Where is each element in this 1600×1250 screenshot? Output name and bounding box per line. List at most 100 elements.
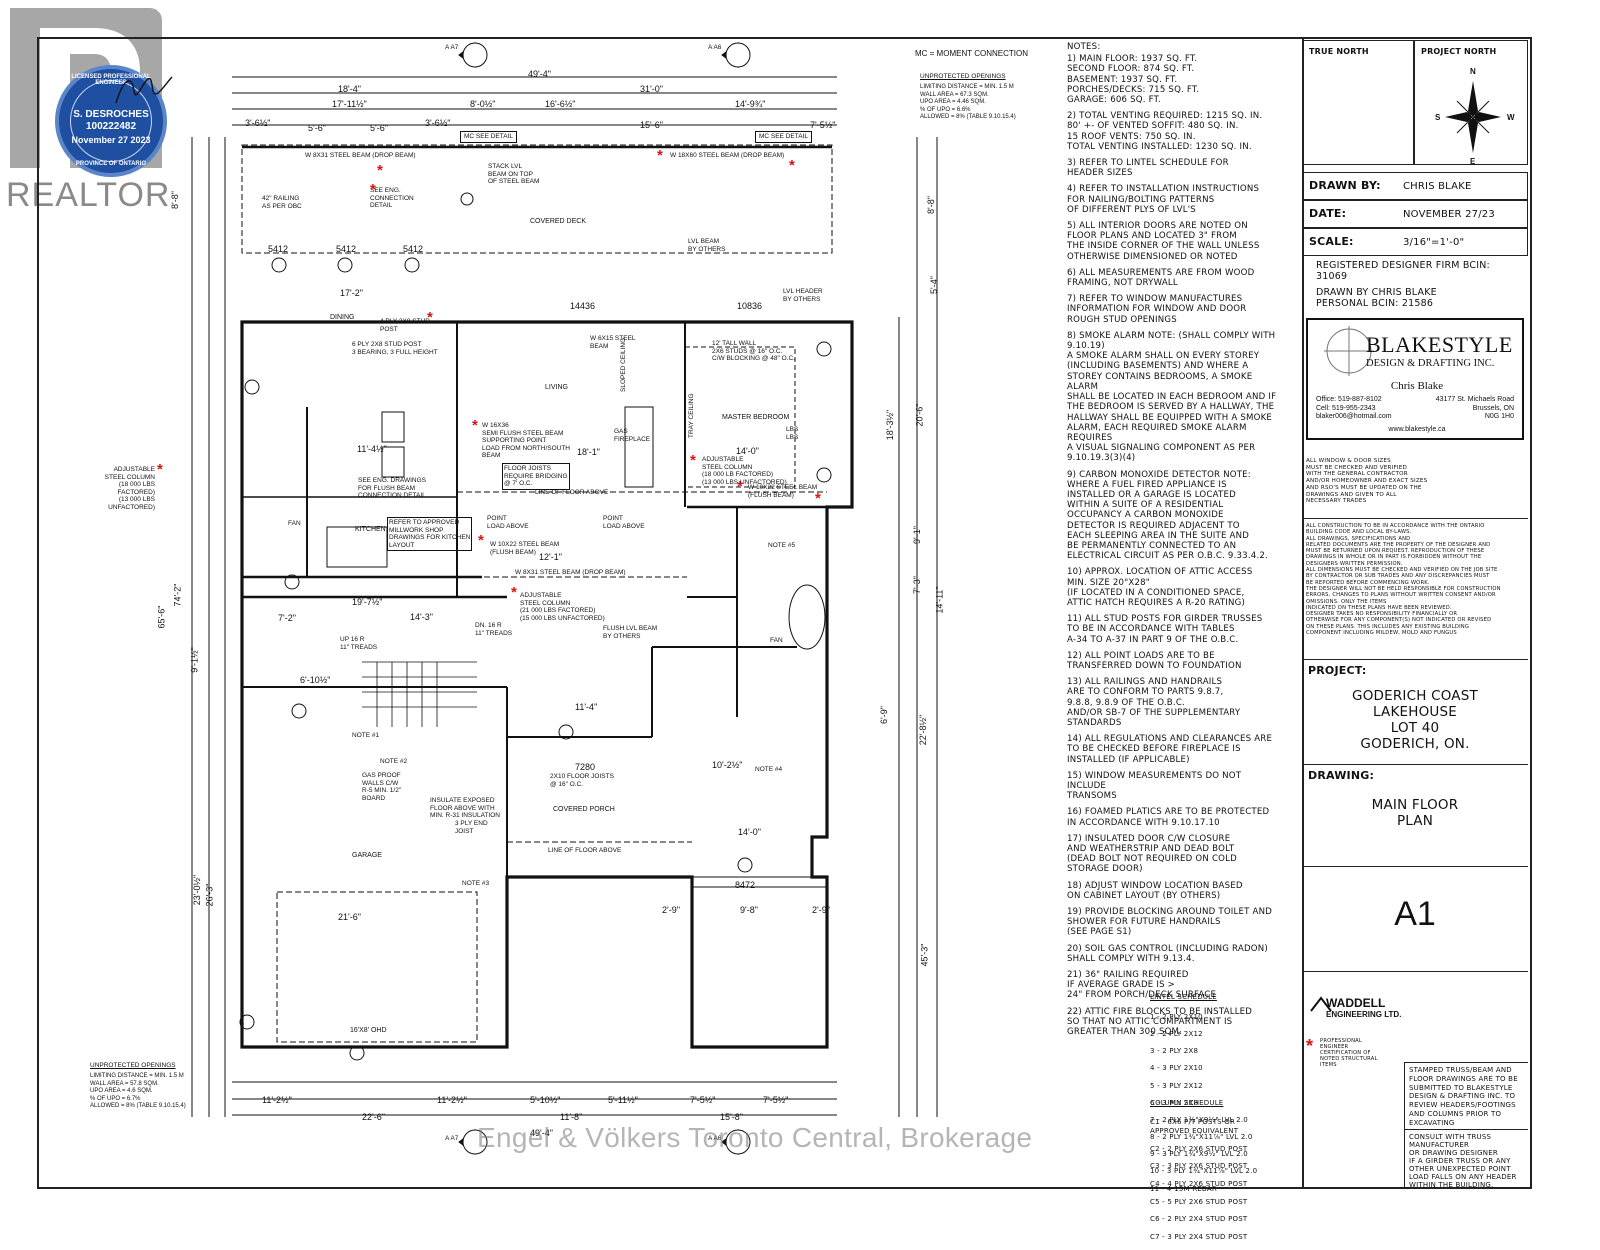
line-floor-above-2: LINE OF FLOOR ABOVE <box>548 847 622 854</box>
sheet-number: A1 <box>1394 895 1436 933</box>
scale-row: SCALE: 3/16"=1'-0" <box>1302 228 1528 256</box>
dim-top-a: 18'-4" <box>338 84 361 94</box>
stamped-note: STAMPED TRUSS/BEAM AND FLOOR DRAWINGS AR… <box>1409 1066 1518 1127</box>
note-5: NOTE #5 <box>768 542 796 549</box>
room-garage: GARAGE <box>352 852 382 859</box>
lintel-schedule-title: LINTEL SCHEDULE <box>1150 992 1217 1001</box>
stamp-ring-top: LICENSED PROFESSIONAL ENGINEER <box>71 74 151 86</box>
logo-addr1: 43177 St. Michaels Road <box>1435 396 1514 403</box>
flush-beam-note: W 16x36 SEMI FLUSH STEEL BEAM SUPPORTING… <box>482 422 570 459</box>
unprotected-openings-title-bottom: UNPROTECTED OPENINGS <box>90 1062 176 1069</box>
column-schedule-title: COLUMN SCHEDULE <box>1150 1098 1224 1107</box>
fan-label-1: FAN <box>288 520 301 527</box>
dim-7-2: 7'-2" <box>278 613 296 623</box>
section-ref: A7 <box>450 1135 459 1142</box>
dim-7280: 7280 <box>575 762 596 772</box>
note-item: 5) ALL INTERIOR DOORS ARE NOTED ON FLOOR… <box>1067 221 1260 262</box>
column-item: C6 - 2 PLY 2x4 STUD POST <box>1150 1215 1248 1224</box>
section-letter: A <box>708 1135 712 1142</box>
floor-joists-porch: 2x10 FLOOR JOISTS @ 16" O.C. <box>550 773 614 788</box>
engineer-asterisk-icon: * <box>737 478 743 495</box>
engineer-asterisk-icon: * <box>427 309 433 326</box>
unprotected-openings-top: LIMITING DISTANCE = MIN. 1.5 M WALL AREA… <box>920 84 1016 120</box>
adjustable-column-low: ADJUSTABLE STEEL COLUMN (21 000 LBS FACT… <box>520 592 605 622</box>
dim-bot-b: 11'-2½" <box>437 1095 467 1105</box>
flush-beam-2: W 10x22 STEEL BEAM (FLUSH BEAM) <box>490 541 560 556</box>
dim-left-e: 8'-8" <box>169 191 180 209</box>
see-eng-connection: SEE ENG. CONNECTION DETAIL <box>370 187 414 209</box>
dim-10-2: 10'-2½" <box>712 760 743 770</box>
dim-12-1: 12'-1" <box>539 552 562 562</box>
designer-logo-card: BLAKESTYLE DESIGN & DRAFTING INC. Chris … <box>1306 318 1524 440</box>
engineer-asterisk-icon: * <box>511 584 517 601</box>
compass-w: W <box>1507 113 1515 122</box>
note-item: 14) ALL REGULATIONS AND CLEARANCES ARE T… <box>1067 734 1273 765</box>
dim-dining-width: 17'-2" <box>340 288 363 298</box>
engineer-asterisk-icon: * <box>157 461 163 478</box>
engineering-logo: WADDELL ENGINEERING LTD. * PROFESSIONAL … <box>1306 982 1402 1068</box>
logo-office: Office: 519-887-8102 <box>1316 396 1382 403</box>
lintel-item: 4 - 3 PLY 2x10 <box>1150 1064 1203 1073</box>
note-item: 10) APPROX. LOCATION OF ATTIC ACCESS MIN… <box>1067 567 1253 608</box>
room-kitchen: KITCHEN <box>355 526 386 533</box>
dim-right-h: 6'-9" <box>878 706 889 724</box>
note-2: NOTE #2 <box>380 758 408 765</box>
section-letter: A <box>708 44 712 51</box>
dim-left-d: 23'-0½" <box>192 874 203 906</box>
note-item: 16) FOAMED PLATICS ARE TO BE PROTECTED I… <box>1067 807 1270 828</box>
drawing-label: DRAWING: <box>1308 769 1375 782</box>
note-item: 19) PROVIDE BLOCKING AROUND TOILET AND S… <box>1067 907 1273 938</box>
dim-6-10: 6'-10½" <box>300 675 331 685</box>
logo-person: Chris Blake <box>1390 380 1444 392</box>
dim-left-total: 65'-6" <box>156 605 167 629</box>
note-item: 6) ALL MEASUREMENTS ARE FROM WOOD FRAMIN… <box>1067 267 1255 289</box>
engineer-stamp: LICENSED PROFESSIONAL ENGINEER S. DESROC… <box>55 65 173 177</box>
dim-left-b: 9'-1½" <box>189 647 200 673</box>
point-load-2: POINT LOAD ABOVE <box>603 515 645 530</box>
engineer-legend-asterisk-icon: * <box>1306 1036 1314 1056</box>
dim-bot-i: 15'-8" <box>720 1112 743 1122</box>
unprotected-openings-title: UNPROTECTED OPENINGS <box>920 73 1006 80</box>
section-ref: A6 <box>713 1135 722 1142</box>
logo-contact: Office: 519-887-8102 Cell: 519-955-2343 … <box>1316 396 1392 422</box>
note-item: 17) INSULATED DOOR C/W CLOSURE AND WEATH… <box>1067 833 1237 875</box>
dim-porch-a: 2'-9" <box>662 905 680 915</box>
scale-label: SCALE: <box>1309 235 1354 248</box>
column-item: C3 - 3 PLY 2x6 STUD POST <box>1150 1162 1248 1171</box>
scale-value: 3/16"=1'-0" <box>1403 237 1465 248</box>
stamp-date: November 27 2023 <box>71 135 151 145</box>
adjustable-column-left: ADJUSTABLE STEEL COLUMN (18 000 LBS FACT… <box>104 466 155 511</box>
drawing-sheet-border <box>37 37 1532 1189</box>
dim-bot-total: 49'-4" <box>530 1128 553 1138</box>
note-item: 18) ADJUST WINDOW LOCATION BASED ON CABI… <box>1067 880 1243 901</box>
lintel-item: 7 - 2 PLY 1¾"x9½" LVL 2.0 <box>1150 1115 1248 1124</box>
dim-top-d: 8'-0½" <box>470 99 496 109</box>
lbs-label: LBS LBS <box>786 426 799 441</box>
lintel-item: 8 - 2 PLY 1¾"x11⅞" LVL 2.0 <box>1150 1133 1253 1142</box>
note-item: 7) REFER TO WINDOW MANUFACTURES INFORMAT… <box>1067 294 1247 325</box>
adjustable-column-mid: ADJUSTABLE STEEL COLUMN (18 000 LB FACTO… <box>702 456 787 486</box>
flush-lvl-beam: FLUSH LVL BEAM BY OTHERS <box>603 625 658 640</box>
column-item: C1 - 6x6 P/T POSTS OR APPROVED EQUIVALEN… <box>1150 1118 1239 1136</box>
note-item: 1) MAIN FLOOR: 1937 SQ. FT. SECOND FLOOR… <box>1067 54 1200 106</box>
true-north-box: TRUE NORTH <box>1302 40 1414 165</box>
section-marker-bottom-left: A A7 <box>445 1135 458 1143</box>
stamp-name: S. DESROCHES <box>73 109 149 120</box>
note-4: NOTE #4 <box>755 766 783 773</box>
dim-right-f: 7'-3" <box>911 576 922 594</box>
dim-left-c: 26'-3" <box>204 883 215 907</box>
room-master-bedroom: MASTER BEDROOM <box>722 414 790 421</box>
project-north-box: PROJECT NORTH N E S W <box>1414 40 1528 166</box>
dim-right-c: 20'-6" <box>914 403 925 427</box>
stud-post-6ply: 6 PLY 2x8 STUD POST 3 BEARING, 3 FULL HE… <box>352 341 438 356</box>
lintel-item: 2 - 2 PLY 2x12 <box>1150 1029 1203 1038</box>
lintel-item: 5 - 3 PLY 2x12 <box>1150 1081 1203 1090</box>
stairs-down: DN. 16 R 11" TREADS <box>475 622 513 637</box>
lvl-header-by-others: LVL HEADER BY OTHERS <box>783 288 823 303</box>
date-row: DATE: NOVEMBER 27/23 <box>1302 200 1528 228</box>
dim-bot-a: 11'-2½" <box>262 1095 292 1105</box>
note-item: 3) REFER TO LINTEL SCHEDULE FOR HEADER S… <box>1067 158 1229 179</box>
note-item: 22) ATTIC FIRE BLOCKS TO BE INSTALLED SO… <box>1067 1006 1253 1038</box>
dim-14-0-porch: 14'-0" <box>738 827 761 837</box>
dim-kitchen-width: 11'-4½" <box>357 444 387 454</box>
